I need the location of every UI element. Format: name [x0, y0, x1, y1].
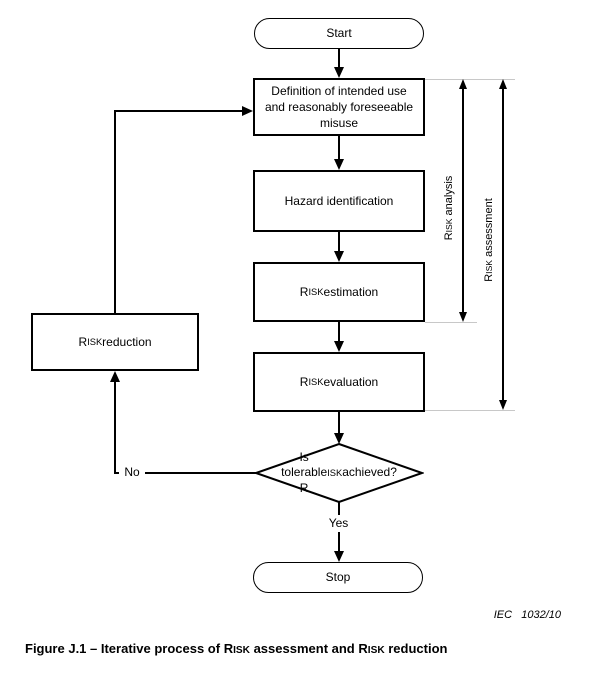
bracket-label-risk-analysis: RISK analysis [443, 175, 455, 241]
node-start: Start [254, 18, 424, 49]
arrowhead-down-icon [334, 433, 344, 444]
arrowhead-down-icon [334, 159, 344, 170]
edge-label-yes: Yes [322, 515, 355, 532]
connector-decision-no [115, 472, 256, 474]
bracket-tick-analysis-bottom [425, 322, 477, 323]
connector-estimation-evaluation [338, 322, 340, 343]
iec-plate-reference: IEC 1032/10 [493, 609, 561, 621]
connector-start-definition [338, 49, 340, 69]
bracket-tick-top [425, 79, 515, 80]
connector-evaluation-decision [338, 412, 340, 434]
arrowhead-right-icon [242, 106, 253, 116]
bracket-tick-assessment-bottom [425, 410, 515, 411]
bracket-risk-analysis [462, 83, 464, 316]
arrowhead-down-icon [334, 341, 344, 352]
figure-caption: Figure J.1 – Iterative process of RISK a… [25, 641, 448, 656]
arrowhead-down-icon [334, 251, 344, 262]
decision-diamond-shape [254, 443, 424, 503]
connector-hazard-estimation [338, 232, 340, 253]
arrowhead-down-icon [334, 67, 344, 78]
edge-label-no: No [119, 464, 145, 480]
node-definition-of-intended-use: Definition of intended use and reasonabl… [253, 78, 425, 136]
connector-definition-hazard [338, 136, 340, 161]
arrowhead-up-icon [499, 79, 507, 89]
node-hazard-identification: Hazard identification [253, 170, 425, 232]
arrowhead-up-icon [459, 79, 467, 89]
connector-no-reduction [114, 379, 116, 474]
connector-reduction-feedback [114, 110, 116, 313]
connector-feedback-definition [115, 110, 243, 112]
node-stop: Stop [253, 562, 423, 593]
bracket-risk-assessment [502, 83, 504, 404]
arrowhead-down-icon [334, 551, 344, 562]
arrowhead-up-icon [110, 371, 120, 382]
bracket-label-risk-assessment: RISK assessment [483, 198, 495, 282]
arrowhead-down-icon [459, 312, 467, 322]
arrowhead-down-icon [499, 400, 507, 410]
